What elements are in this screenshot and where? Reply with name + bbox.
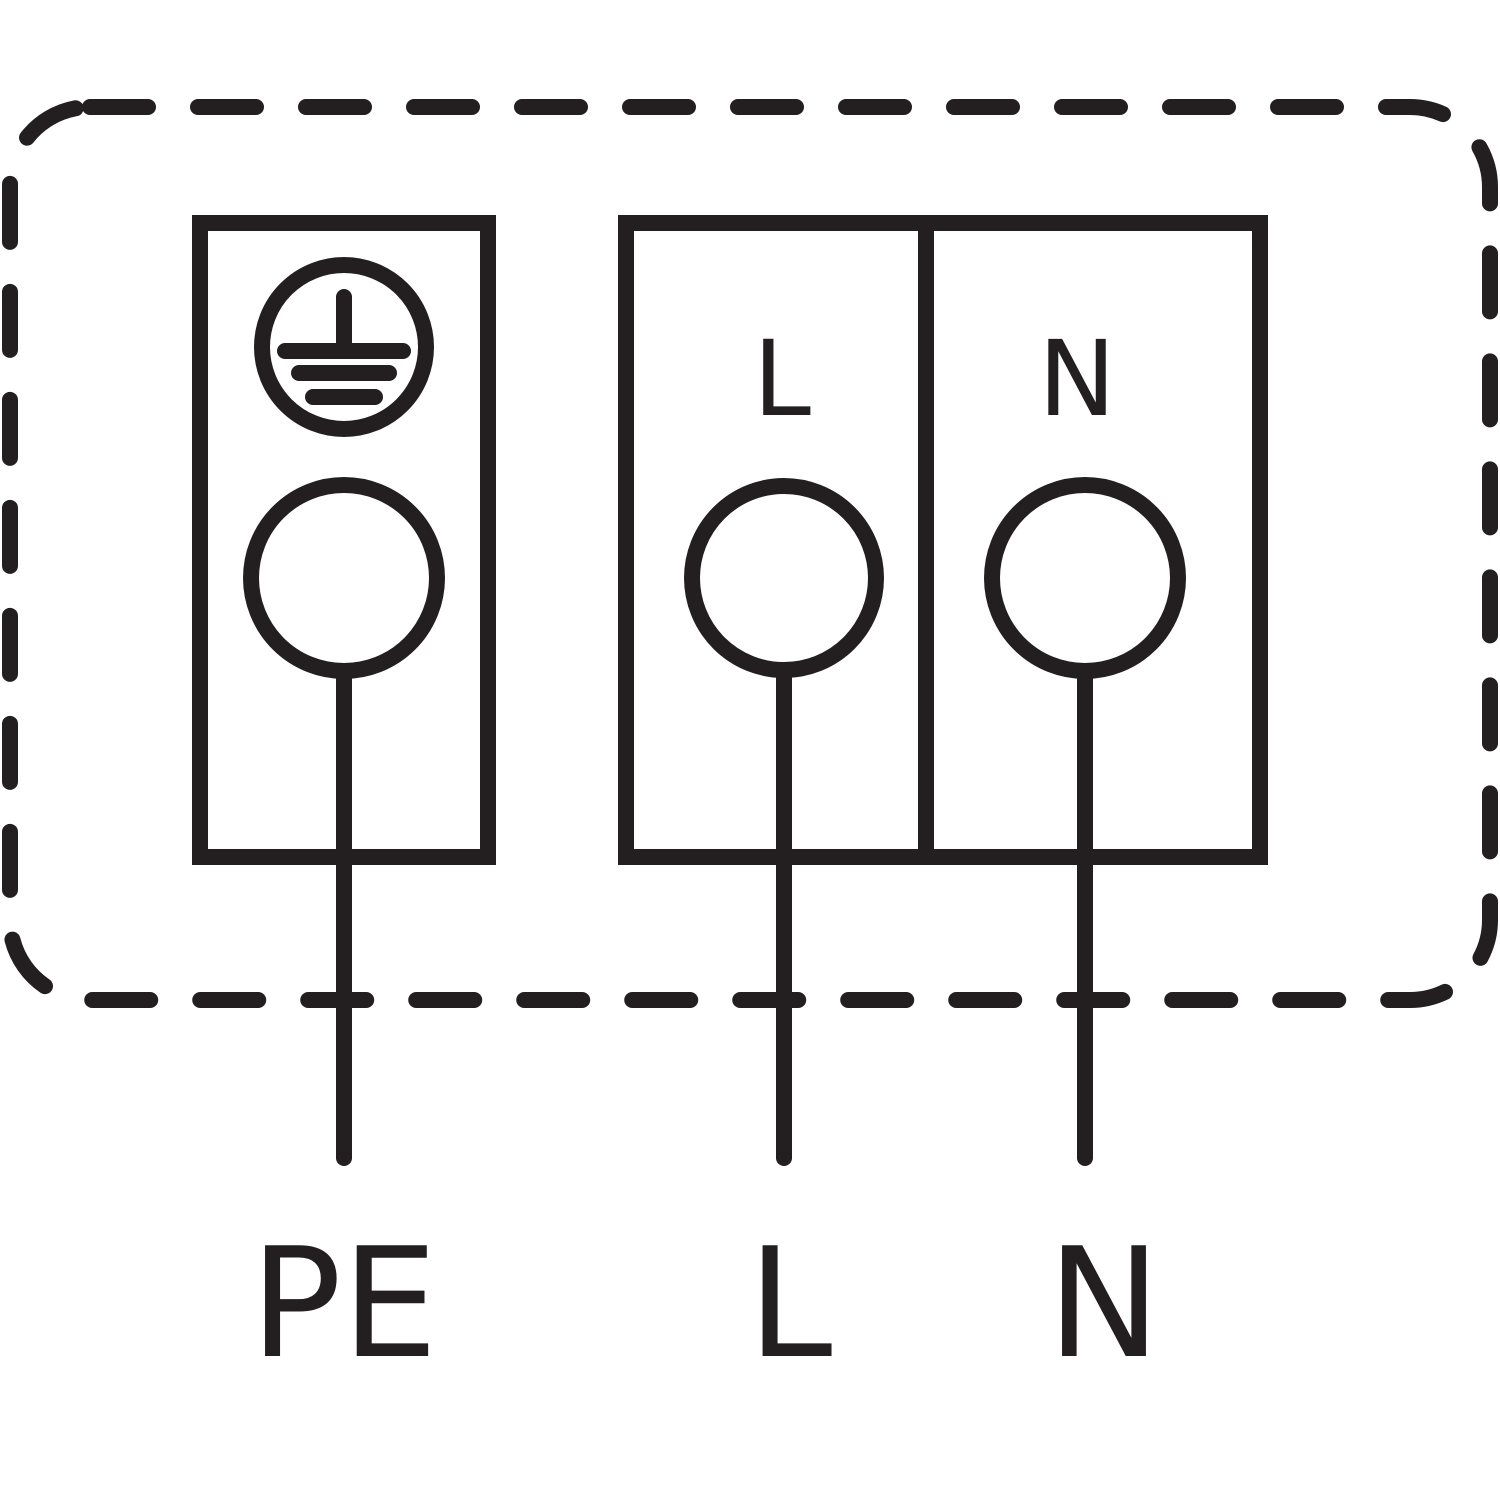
terminal-label-live: L	[753, 318, 811, 440]
wire-label-neutral: N	[1047, 1215, 1161, 1392]
wire-label-earth: PE	[250, 1215, 438, 1392]
neutral-terminal-screw	[984, 477, 1186, 679]
pe-terminal-screw	[243, 477, 445, 679]
ln-terminal-block	[618, 215, 1268, 865]
protective-earth-icon	[254, 257, 434, 437]
wire-label-live: L	[748, 1215, 833, 1392]
terminal-label-neutral: N	[1038, 318, 1116, 440]
live-terminal-screw	[684, 478, 884, 678]
enclosure-boundary	[2, 99, 1498, 1008]
